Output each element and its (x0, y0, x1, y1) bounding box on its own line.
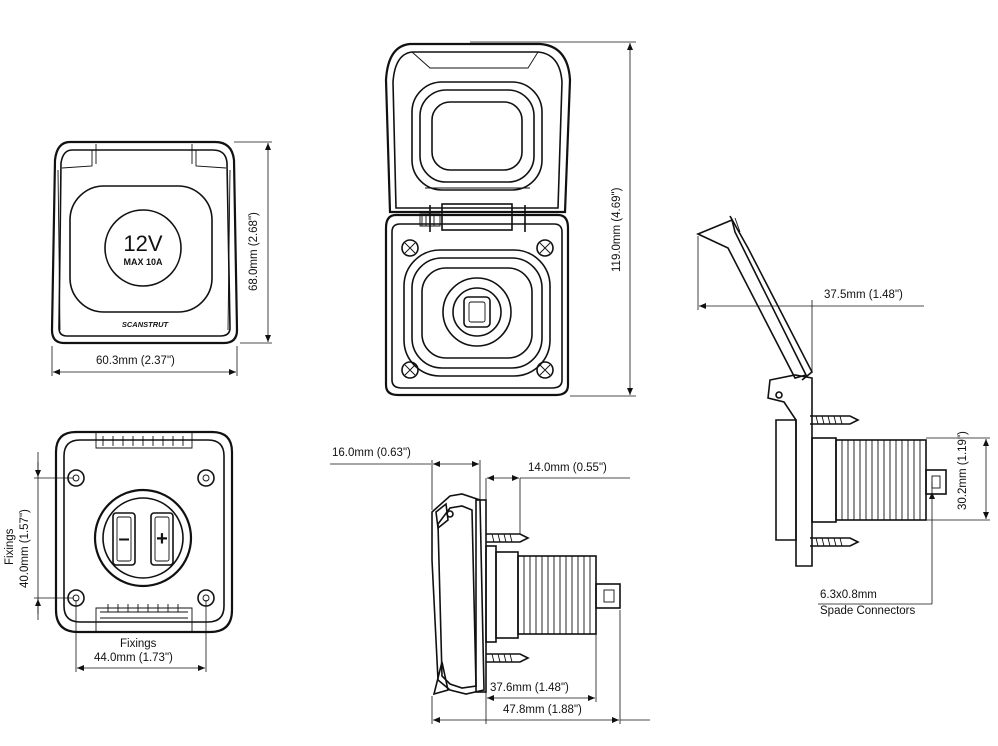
rear-plus-sign: + (156, 528, 168, 550)
closed-rating-text: MAX 10A (123, 257, 163, 267)
side-closed-view (431, 493, 621, 696)
spade-size-label: 6.3x0.8mm (820, 589, 877, 601)
flange-dim-label: 14.0mm (0.55") (528, 462, 607, 474)
rear-dims (34, 452, 207, 672)
rear-fixings-h-label: Fixings (120, 638, 157, 650)
side-open-view (696, 215, 947, 567)
rear-view (54, 430, 234, 634)
closed-width-label: 60.3mm (2.37") (96, 355, 175, 367)
rear-fixings-v-label: Fixings (4, 528, 16, 565)
side-closed-dims (330, 460, 650, 724)
rear-minus-sign: – (118, 528, 129, 550)
side-open-dims (697, 236, 990, 605)
rear-fixings-v-dim: 40.0mm (1.57") (19, 509, 31, 588)
front-open-dims (470, 41, 636, 397)
total-depth-dim-label: 47.8mm (1.88") (503, 704, 582, 716)
rear-fixings-h-dim: 44.0mm (1.73") (94, 652, 173, 664)
front-open-view (384, 42, 572, 397)
closed-brand-text: SCANSTRUT (122, 320, 170, 329)
front-closed-dims (51, 141, 272, 376)
side-open-depth-label: 37.5mm (1.48") (824, 289, 903, 301)
open-height-label: 119.0mm (4.69") (611, 187, 623, 272)
bezel-dim-label: 16.0mm (0.63") (332, 447, 411, 459)
closed-height-label: 68.0mm (2.68") (248, 212, 260, 291)
front-closed-view (50, 140, 239, 345)
side-open-body-label: 30.2mm (1.19") (957, 431, 969, 510)
spade-connectors-label: Spade Connectors (820, 605, 916, 617)
body-depth-dim-label: 37.6mm (1.48") (490, 682, 569, 694)
closed-voltage-text: 12V (123, 231, 162, 256)
